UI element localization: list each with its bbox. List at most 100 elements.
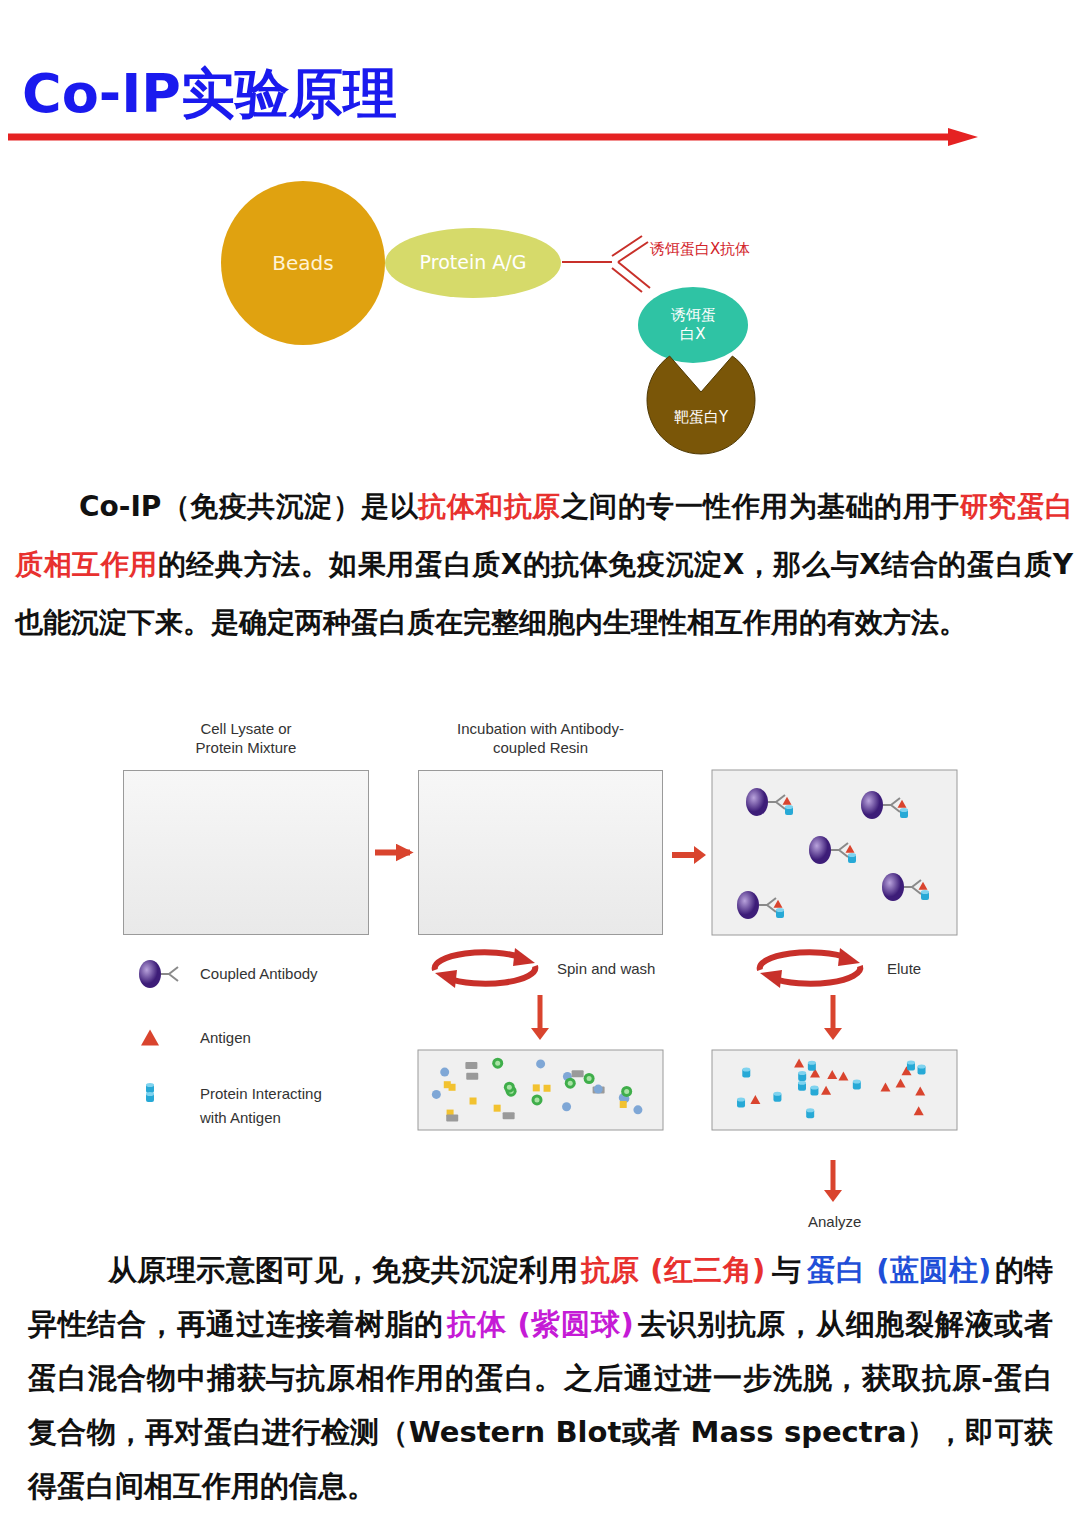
resin-bead [861, 791, 883, 819]
interacting-protein-top [798, 1071, 806, 1075]
highlight-run: 蛋白 (蓝圆柱) [804, 1253, 994, 1287]
step-label: Spin and wash [557, 960, 655, 977]
bead-circle: Beads [221, 181, 385, 345]
antigen-triangle [838, 1072, 848, 1081]
interacting-protein [773, 1093, 781, 1102]
interacting-protein-top [776, 908, 784, 912]
antigen-triangle [827, 1070, 837, 1079]
interacting-protein [918, 1065, 926, 1074]
title-rule-head [948, 128, 978, 146]
interacting-protein [798, 1082, 806, 1091]
node-label: 诱饵蛋白X [667, 306, 719, 344]
coupled-antibody [759, 898, 776, 912]
body-paragraph: Co-IP（免疫共沉淀）是以抗体和抗原之间的专一性作用为基础的用于研究蛋白质相互… [15, 478, 1073, 652]
legend-text: Coupled Antibody [200, 962, 330, 986]
interacting-protein-top [737, 1098, 745, 1102]
antigen-triangle [750, 1095, 760, 1104]
interacting-protein [785, 806, 793, 815]
node-label: Beads [233, 251, 373, 276]
interacting-protein-top [785, 805, 793, 809]
interacting-protein-top [918, 1064, 926, 1068]
interacting-protein [907, 1062, 915, 1071]
interacting-protein-top [742, 1067, 750, 1071]
interacting-protein [808, 1062, 816, 1071]
text-run: 的经典方法。如果用蛋白质X的抗体免疫沉淀X，那么与X结合的蛋白质Y也能沉淀下来。… [15, 548, 1073, 639]
body-paragraph: 从原理示意图可见，免疫共沉淀利用抗原 (红三角)与蛋白 (蓝圆柱)的特异性结合，… [28, 1243, 1053, 1513]
legend-text: Protein Interacting with Antigen [200, 1082, 330, 1130]
step-label: Analyze [808, 1213, 861, 1230]
step-label: Elute [887, 960, 921, 977]
legend-text: Antigen [200, 1026, 330, 1050]
interacting-protein [806, 1109, 814, 1118]
interacting-protein-top [810, 1086, 818, 1090]
interacting-protein [742, 1068, 750, 1077]
interacting-protein [146, 1093, 154, 1102]
resin-bead [746, 788, 768, 816]
antigen-triangle [914, 1106, 924, 1115]
text-run: 与 [768, 1253, 804, 1287]
antigen-triangle [919, 882, 928, 890]
highlight-run: 抗原 (红三角) [578, 1253, 768, 1287]
wash-box [418, 1050, 663, 1130]
interacting-protein [798, 1072, 806, 1081]
interacting-protein-top [146, 1092, 154, 1096]
interacting-protein [810, 1087, 818, 1096]
target-protein-body [647, 356, 755, 454]
interacting-protein-top [907, 1061, 915, 1065]
interacting-protein [776, 909, 784, 918]
flow-arrow [375, 850, 410, 856]
resin-bead [882, 873, 904, 901]
antigen-triangle [774, 900, 783, 908]
antigen-triangle [896, 1078, 906, 1087]
text-run: Co-IP（免疫共沉淀）是以 [79, 490, 418, 523]
resin-bead [737, 891, 759, 919]
bait-protein-ellipse: 诱饵蛋白X [638, 287, 748, 363]
panel-heading: Incubation with Antibody-coupled Resin [450, 719, 632, 757]
text-run: 之间的专一性作用为基础的用于 [561, 490, 960, 523]
coupled-antibody [883, 798, 900, 812]
sample-panel: Cell Lysate or Protein Mixture [123, 770, 369, 935]
interacting-protein-top [853, 1080, 861, 1084]
panel-heading: Cell Lysate or Protein Mixture [181, 719, 311, 757]
highlight-run: 抗体和抗原 [418, 490, 560, 523]
coupled-antibody [161, 967, 178, 981]
coupled-antibody [904, 880, 921, 894]
node-label: Protein A/G [413, 251, 533, 275]
interacting-protein [146, 1084, 154, 1093]
highlight-run: 抗体 (紫圆球) [444, 1307, 637, 1341]
title-rule [8, 134, 955, 141]
text-run: 从原理示意图可见，免疫共沉淀利用 [108, 1253, 578, 1287]
resin-bead [809, 836, 831, 864]
interacting-protein-top [806, 1108, 814, 1112]
node-label: 靶蛋白Y [656, 408, 746, 427]
antigen-triangle [141, 1029, 159, 1045]
page-title: Co-IP实验原理 [22, 58, 397, 131]
interacting-protein [853, 1081, 861, 1090]
interacting-protein [921, 891, 929, 900]
incubation-panel: Incubation with Antibody-coupled Resin [418, 770, 663, 935]
antigen-triangle [846, 845, 855, 853]
interacting-protein-top [773, 1092, 781, 1096]
antigen-triangle [794, 1058, 804, 1067]
antigen-triangle [898, 800, 907, 808]
antigen-triangle [915, 1087, 925, 1096]
interacting-protein-top [900, 808, 908, 812]
interacting-protein-top [921, 890, 929, 894]
elute-box [712, 1050, 957, 1130]
interacting-protein-top [146, 1083, 154, 1087]
interacting-protein-top [808, 1061, 816, 1065]
interacting-protein-top [848, 853, 856, 857]
antigen-triangle [880, 1083, 890, 1092]
target-protein-outline [645, 345, 757, 455]
antigen-triangle [783, 797, 792, 805]
antibody-symbol [562, 236, 650, 292]
resin-bead [139, 960, 161, 988]
target-protein-shape: 靶蛋白Y [645, 345, 757, 455]
coupled-antibody [768, 795, 785, 809]
interacting-protein [848, 854, 856, 863]
antibody-label: 诱饵蛋白X抗体 [650, 240, 750, 259]
antigen-triangle [821, 1086, 831, 1095]
